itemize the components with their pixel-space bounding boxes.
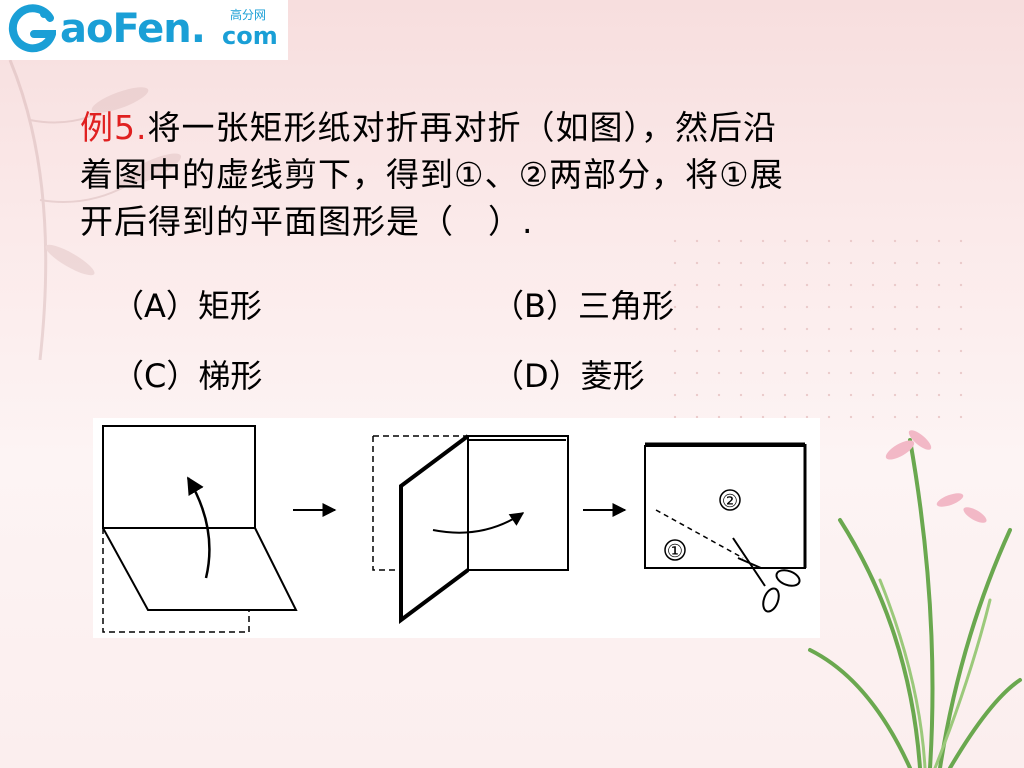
logo-g-icon — [8, 4, 56, 53]
scissors-icon — [732, 537, 801, 613]
folding-diagram: ② ① — [93, 418, 820, 638]
fold-step-3 — [644, 442, 807, 569]
fold-step-1 — [102, 425, 298, 633]
question-line-3: 开后得到的平面图形是（ ）. — [80, 202, 534, 241]
orchid-decoration — [808, 430, 1022, 768]
gaofen-logo[interactable]: aoFen. 高分网 com — [0, 0, 288, 60]
dot-pattern — [664, 230, 964, 430]
branch-decoration — [8, 60, 182, 360]
question-line-1: 例5.将一张矩形纸对折再对折（如图），然后沿 — [80, 108, 777, 147]
part-2-label: ② — [722, 491, 738, 512]
logo-brand-text: aoFen. — [60, 6, 206, 52]
logo-cn-text: 高分网 — [230, 8, 267, 22]
question-line-2: 着图中的虚线剪下，得到①、②两部分，将①展 — [80, 155, 784, 194]
part-1-label: ① — [667, 541, 683, 562]
option-b: （B）三角形 — [492, 287, 674, 325]
question-text: 例5.将一张矩形纸对折再对折（如图），然后沿 着图中的虚线剪下，得到①、②两部分… — [80, 104, 930, 245]
option-c: （C）梯形 — [112, 357, 263, 395]
fold-step-2 — [372, 434, 569, 624]
option-a: （A）矩形 — [112, 287, 262, 325]
question-label: 例5. — [80, 108, 148, 147]
option-d: （D）菱形 — [492, 357, 645, 395]
logo-com-text: com — [222, 22, 278, 50]
